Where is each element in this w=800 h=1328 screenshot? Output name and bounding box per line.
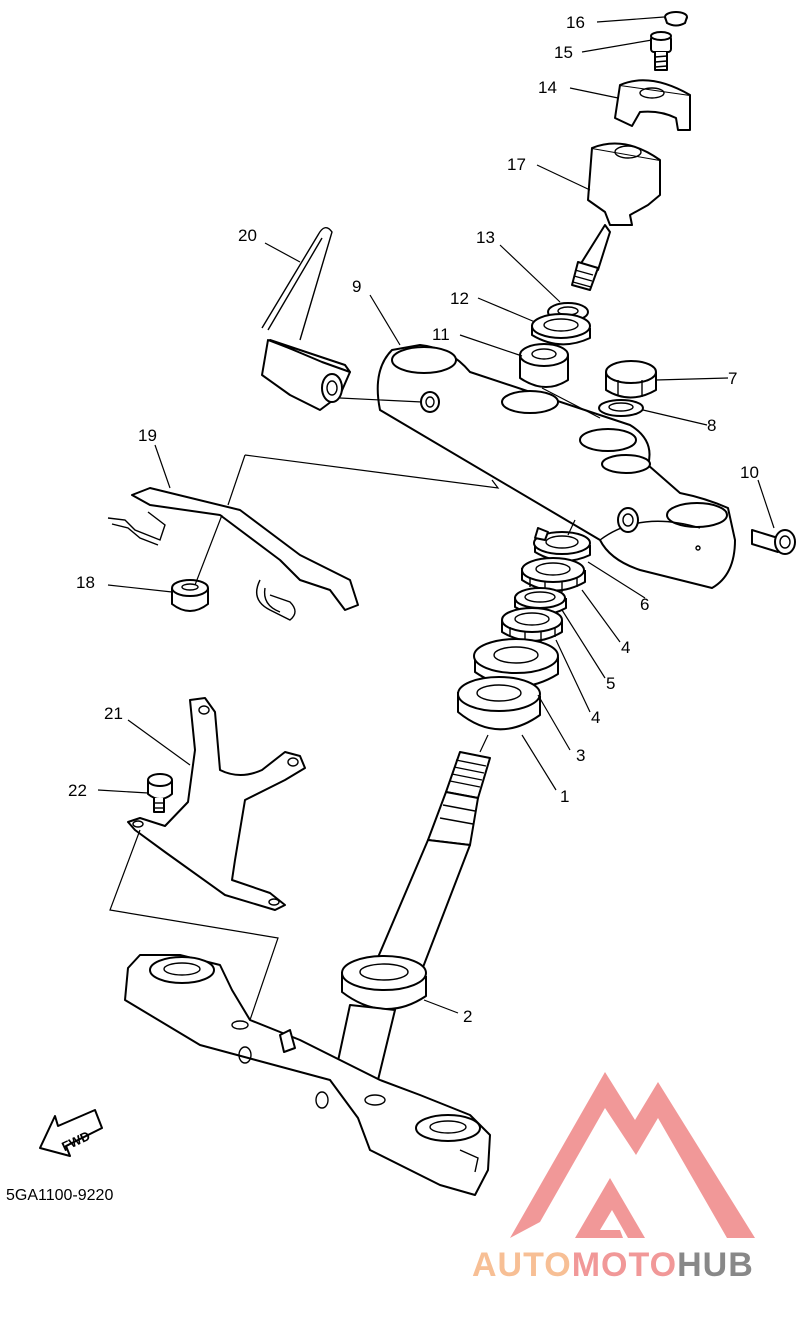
callout-20: 20 <box>238 226 257 245</box>
part-9-upper-bracket <box>376 344 736 589</box>
part-22-bolt <box>147 773 173 813</box>
watermark-logo: AUTOMOTOHUB <box>472 1072 755 1284</box>
callout-18: 18 <box>76 573 95 592</box>
callout-3: 3 <box>576 746 585 765</box>
part-1-bearing <box>457 676 541 731</box>
part-11-bushing <box>519 343 569 388</box>
callout-12: 12 <box>450 289 469 308</box>
part-7-nut <box>605 360 657 399</box>
part-10-bolt <box>751 529 796 555</box>
callout-2: 2 <box>463 1007 472 1026</box>
part-8-washer <box>598 399 644 417</box>
callout-5: 5 <box>606 674 615 693</box>
callout-7: 7 <box>728 369 737 388</box>
leader-lines <box>97 16 775 1014</box>
callout-labels: 16 15 14 17 13 12 11 9 7 8 10 6 4 5 4 3 … <box>68 13 759 1026</box>
assembly-lines <box>109 387 601 1021</box>
logo-text-moto: MOTO <box>572 1246 677 1284</box>
callout-16: 16 <box>566 13 585 32</box>
callout-1: 1 <box>560 787 569 806</box>
callout-8: 8 <box>707 416 716 435</box>
callout-14: 14 <box>538 78 557 97</box>
part-19-wire-holder <box>107 487 359 621</box>
part-2-lower-bearing <box>341 955 427 1010</box>
callout-13: 13 <box>476 228 495 247</box>
diagram-code: 5GA1100-9220 <box>6 1187 113 1204</box>
part-18-nut <box>171 579 209 612</box>
logo-text-auto: AUTO <box>472 1246 572 1284</box>
part-20-clip <box>261 227 351 411</box>
callout-4-lower: 4 <box>591 708 600 727</box>
callout-21: 21 <box>104 704 123 723</box>
part-15-bolt <box>650 31 672 71</box>
part-21-bracket <box>127 697 306 911</box>
callout-11: 11 <box>432 325 450 344</box>
part-4-ring-nut-lower <box>501 607 563 642</box>
part-17-riser <box>571 142 661 291</box>
steering-stem <box>375 751 491 976</box>
callout-9: 9 <box>352 277 361 296</box>
logo-text-hub: HUB <box>677 1246 754 1284</box>
callout-19: 19 <box>138 426 157 445</box>
callout-4-upper: 4 <box>621 638 630 657</box>
part-16-cap <box>664 11 688 27</box>
fwd-arrow: FWD <box>39 1109 103 1157</box>
callout-15: 15 <box>554 43 573 62</box>
part-3-bearing-cover <box>473 638 559 688</box>
callout-17: 17 <box>507 155 526 174</box>
logo-triangle-mark <box>510 1072 755 1238</box>
part-6-lock-washer <box>533 527 591 562</box>
part-4-ring-nut-upper <box>521 557 586 592</box>
lower-bracket <box>124 954 491 1196</box>
logo-text: AUTOMOTOHUB <box>472 1246 754 1284</box>
part-14-upper-clamp <box>614 79 691 131</box>
callout-6: 6 <box>640 595 649 614</box>
callout-10: 10 <box>740 463 759 482</box>
logo-inner-g <box>575 1178 645 1238</box>
part-12-ring <box>531 313 591 346</box>
callout-22: 22 <box>68 781 87 800</box>
